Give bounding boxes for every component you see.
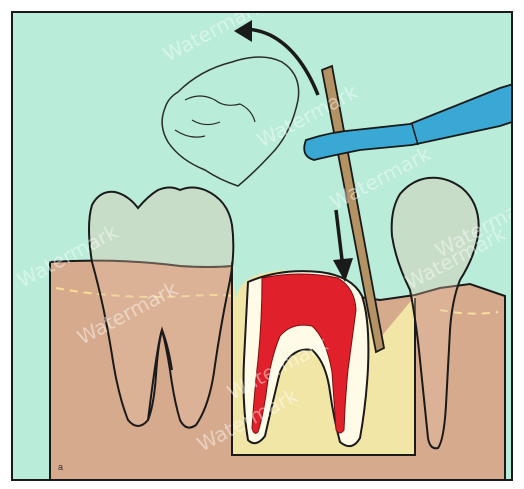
panel-label: a xyxy=(58,462,63,472)
svg-text:a: a xyxy=(58,462,63,472)
